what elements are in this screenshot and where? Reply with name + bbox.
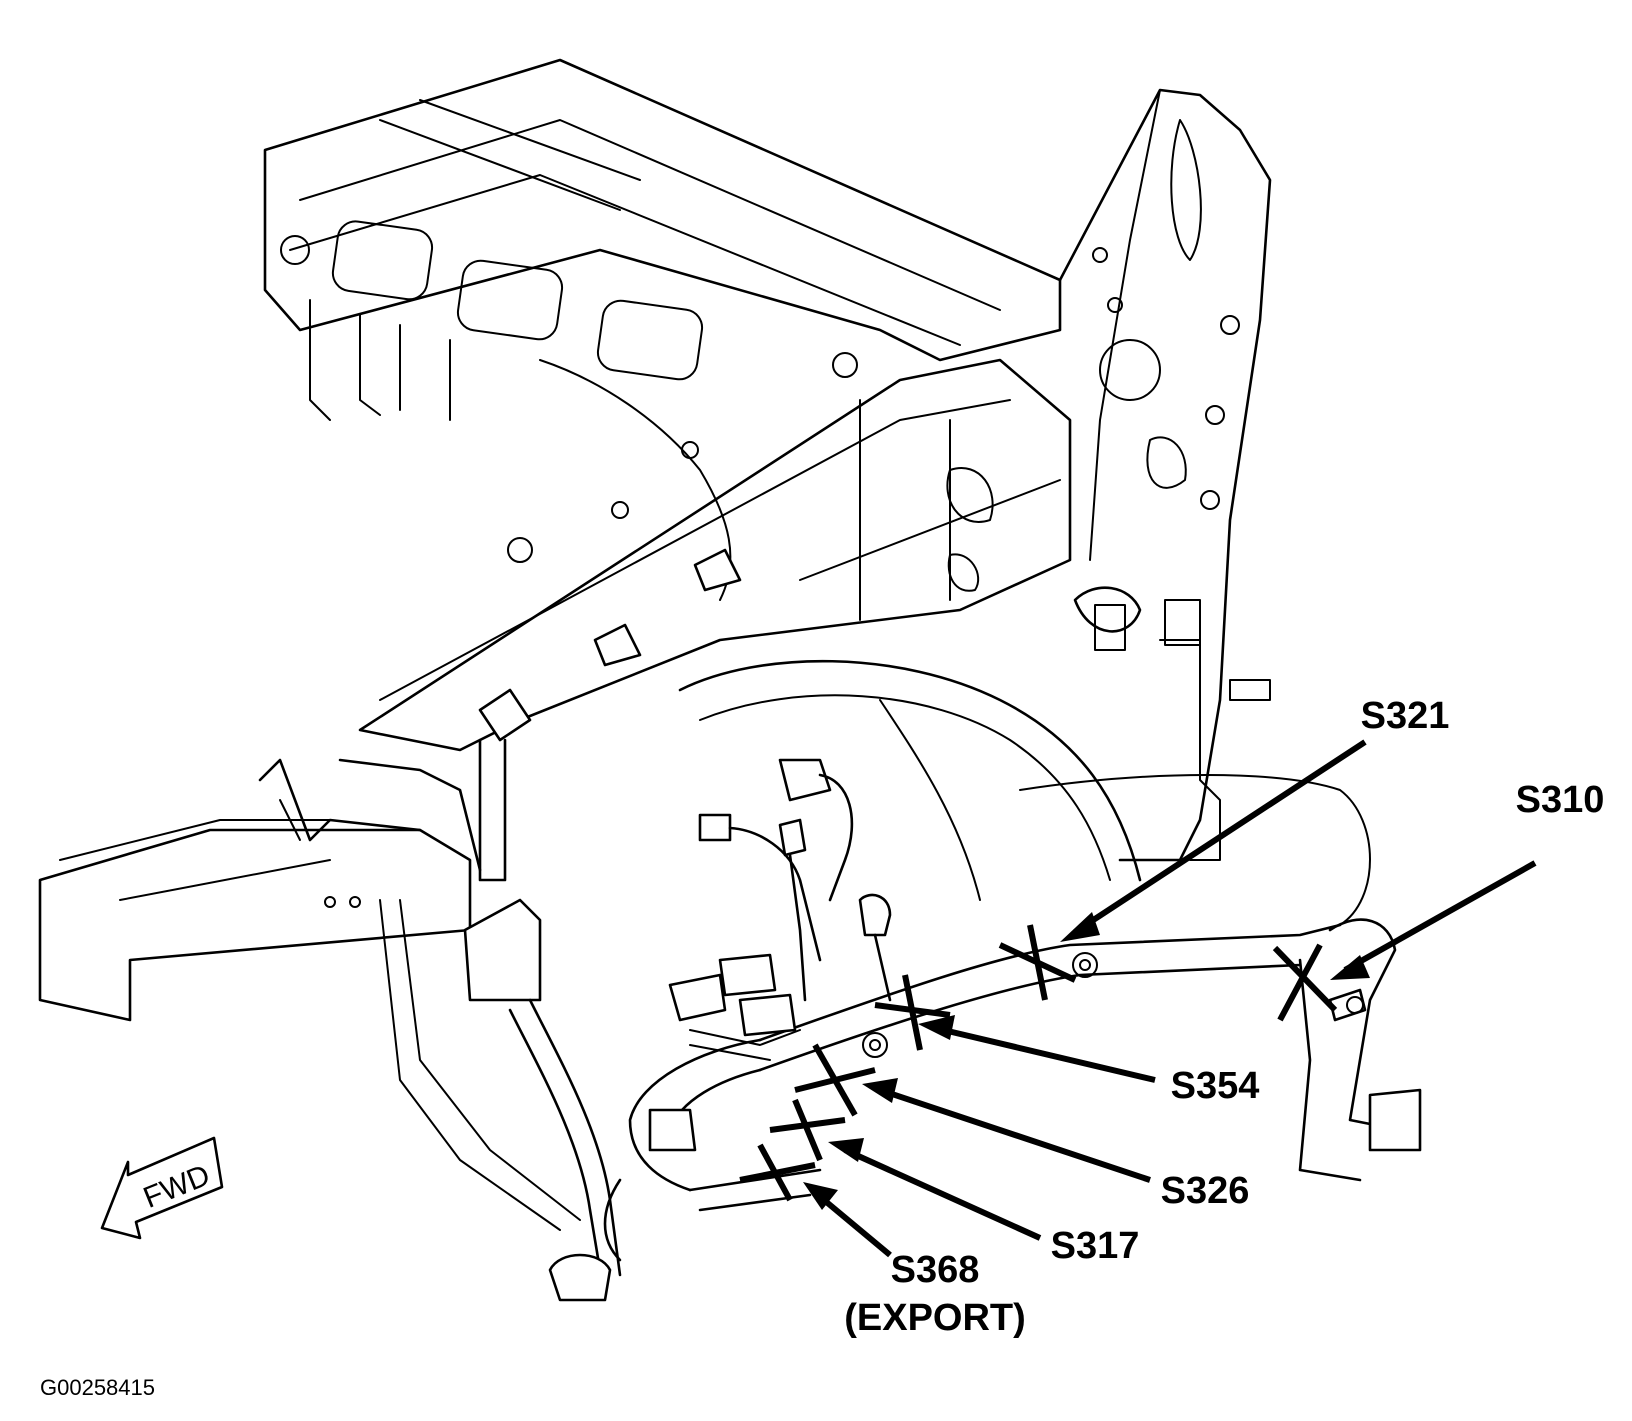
figure-id: G00258415 <box>40 1375 155 1400</box>
callout-s368: S368 <box>891 1249 980 1291</box>
callout-s368-note: (EXPORT) <box>844 1297 1026 1339</box>
splice-x-mark-icon-s326 <box>794 1043 876 1117</box>
callout-s326: S326 <box>1161 1170 1250 1212</box>
splice-x-mark-icon-s310 <box>1272 943 1338 1022</box>
leader-lines <box>803 739 1537 1258</box>
wiring-harness <box>508 758 1422 1302</box>
callout-s317: S317 <box>1051 1225 1140 1267</box>
splice-x-mark-icon-s354 <box>874 974 951 1051</box>
splice-x-mark-icon-s368 <box>739 1143 816 1202</box>
splice-x-mark-icon-s321 <box>998 924 1077 1001</box>
splice-x-mark-icon-s317 <box>769 1098 846 1162</box>
callout-s321: S321 <box>1361 695 1450 737</box>
callout-s354: S354 <box>1171 1065 1260 1107</box>
vehicle-body-structure <box>38 58 1272 1231</box>
callout-s310: S310 <box>1516 779 1605 821</box>
fwd-arrow-icon: FWD <box>100 1136 224 1240</box>
